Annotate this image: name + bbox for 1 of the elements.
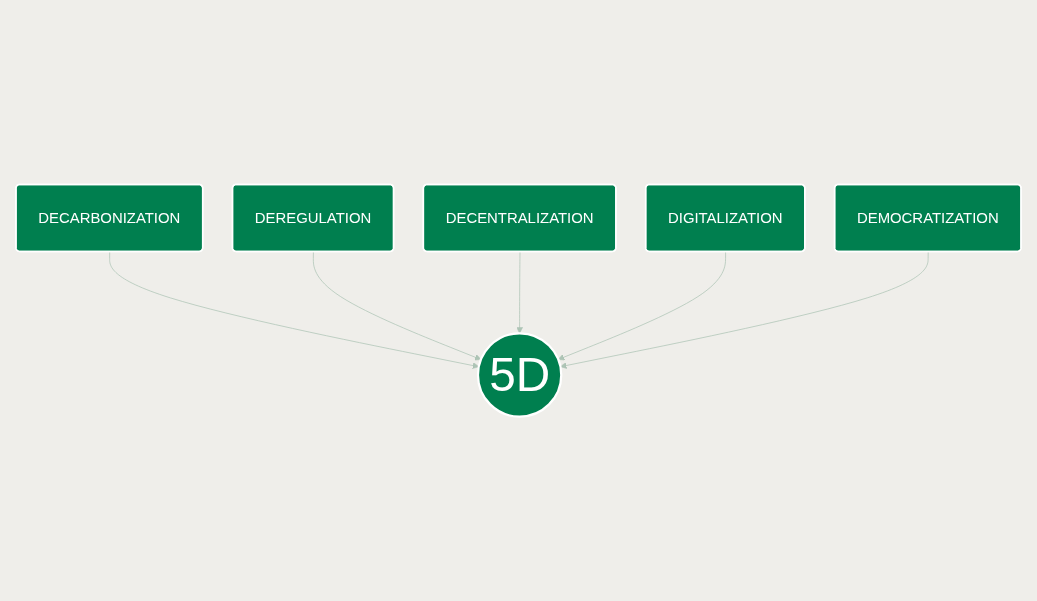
node-circle: 5D bbox=[476, 332, 563, 418]
